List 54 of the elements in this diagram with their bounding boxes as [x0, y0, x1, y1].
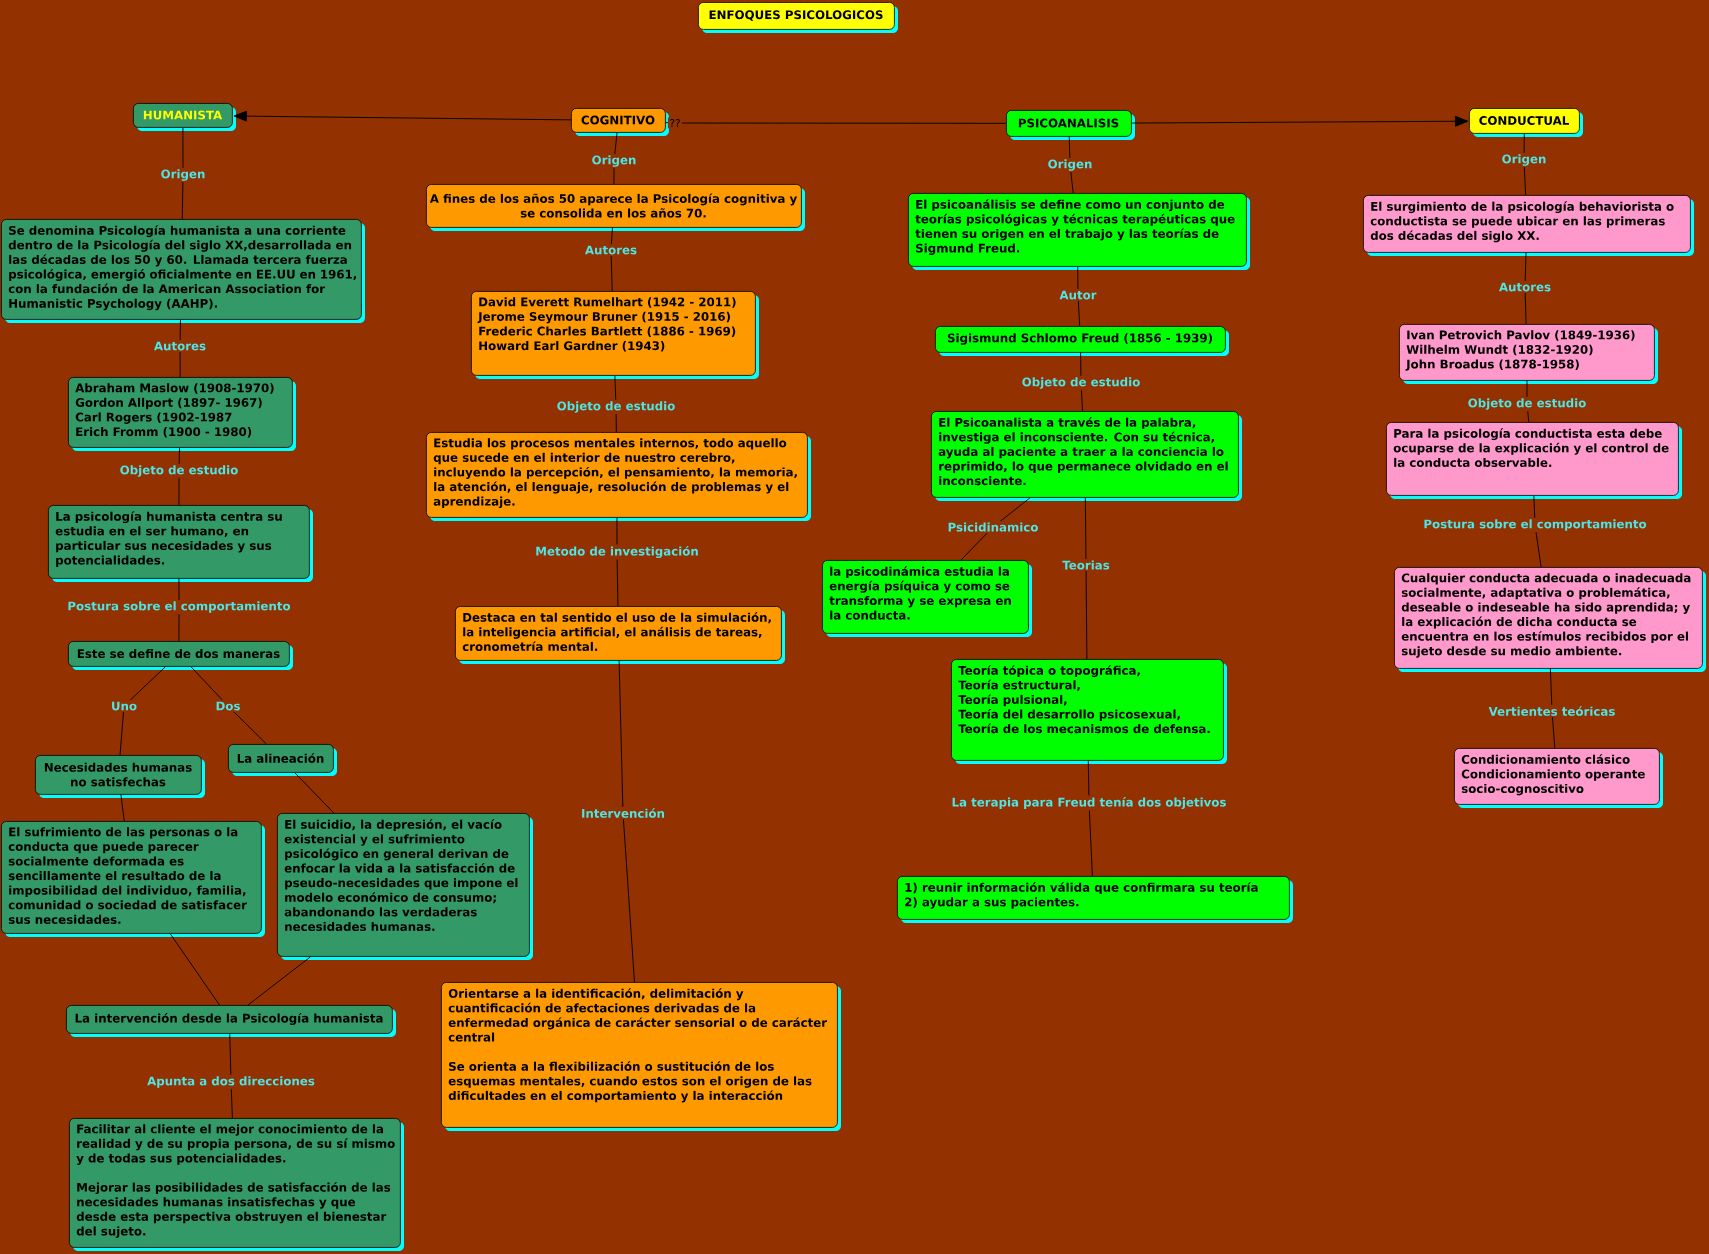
connector-line — [1084, 497, 1088, 660]
concept-box: El surgimiento de la psicología behaviorista o conductista se puede ubicar en las primeras dos décadas del siglo XX. — [1363, 195, 1694, 256]
concept-box: El psicoanálisis se define como un conjunto de teorías psicológicas y técnicas terapéuticas que tienen su origen en el trabajo y las teorías de Sigmund Freud. — [908, 193, 1250, 270]
concept-box: PSICOANALISIS — [1006, 110, 1135, 140]
concept-box: La intervención desde la Psicología humanista — [66, 1005, 396, 1037]
title-box: ENFOQUES PSICOLOGICOS — [698, 2, 898, 33]
concept-box: David Everett Rumelhart (1942 - 2011) Jerome Seymour Bruner (1915 - 2016) Frederic Charles Bartlett (1886 - 1969) Howard Earl Gardner (1943) — [471, 291, 759, 379]
arrow — [1131, 115, 1469, 127]
concept-box: La psicología humanista centra su estudia en el ser humano, en particular sus necesidades y sus potencialidades. — [48, 505, 313, 582]
concept-box: El Psicoanalista a través de la palabra, investiga el inconsciente. Con su técnica, ayuda al paciente a traer a la conciencia lo reprimido, lo que permanece olvidado en el inconsciente. — [931, 411, 1242, 501]
concept-box: Se denomina Psicología humanista a una corriente dentro de la Psicología del siglo XX,desarrollada en las décadas de los 50 y 60. Llamada tercera fuerza psicológica, emergió oficialmente en EE.UU en 1961, con la fundación de la American Association for Humanistic Psychology (AAHP). — [1, 219, 365, 323]
edge-label: ?? — [667, 117, 683, 129]
concept-box: Estudia los procesos mentales internos, todo aquello que sucede en el interior de nuestro cerebro, incluyendo la percepción, el pensamiento, la memoria, la atención, el lenguaje, resolución de problemas y el aprendizaje. — [426, 432, 811, 521]
connector-line — [665, 122, 1007, 124]
concept-box: CONDUCTUAL — [1469, 108, 1583, 137]
edge-label: Autores — [152, 340, 208, 352]
concept-box: Este se define de dos maneras — [68, 641, 293, 670]
concept-box: la psicodinámica estudia la energía psíquica y como se transforma y se expresa en la conducta. — [822, 560, 1032, 637]
edge-label: Dos — [214, 700, 242, 712]
concept-box: Necesidades humanas no satisfechas — [35, 755, 205, 798]
concept-box: Cualquier conducta adecuada o inadecuada socialmente, adaptativa o problemática, deseable o indeseable ha sido aprendida; y la explicación de dicha conducta se encuentra en los estímulos recibidos por el sujeto desde su medio ambiente. — [1394, 567, 1706, 672]
concept-box: A fines de los años 50 aparece la Psicología cognitiva y se consolida en los años 70. — [426, 184, 805, 231]
concept-box: 1) reunir información válida que confirmara su teoría 2) ayudar a sus pacientes. — [897, 876, 1293, 923]
concept-box: Orientarse a la identificación, delimitación y cuantificación de afectaciones derivadas de la enfermedad orgánica de carácter sensorial o de carácter central Se orienta a la flexibilización o sustitución de los esquemas mentales, cuando estos son el origen de las dificultades en el comportamiento y la interacción — [441, 982, 841, 1131]
connector-line — [618, 660, 635, 983]
concept-box: Destaca en tal sentido el uso de la simulación, la inteligencia artificial, el análisis de tareas, cronometría mental. — [455, 606, 785, 664]
connector-line — [294, 772, 335, 814]
connector-line — [120, 794, 125, 822]
arrow — [233, 110, 572, 122]
edge-label: Autores — [583, 244, 639, 256]
edge-label: Autores — [1497, 281, 1553, 293]
concept-box: Condicionamiento clásico Condicionamiento operante socio-cognoscitivo — [1454, 748, 1663, 808]
concept-box: El suicidio, la depresión, el vacío existencial y el sufrimiento psicológico en general derivan de enfocar la vida a la satisfacción de pseudo-necesidades que impone el modelo económico de consumo; abandonando las verdaderas necesidades humanas. — [277, 813, 533, 960]
concept-box: HUMANISTA — [133, 103, 236, 131]
concept-box: Abraham Maslow (1908-1970) Gordon Allport (1897- 1967) Carl Rogers (1902-1987 Erich Fromm (1900 - 1980) — [68, 377, 296, 451]
connector-line — [119, 666, 166, 756]
concept-box: La alineación — [228, 744, 337, 776]
edge-label: Uno — [109, 700, 139, 712]
connector-line — [181, 127, 184, 220]
connector-line — [1087, 760, 1093, 877]
concept-box: Teoría tópica o topográfica, Teoría estructural, Teoría pulsional, Teoría del desarrollo psicosexual, Teoría de los mecanismos de defensa. — [951, 659, 1227, 764]
concept-box: Sigismund Schlomo Freud (1856 - 1939) — [935, 326, 1229, 356]
connector-line — [247, 956, 311, 1006]
connector-line — [1524, 252, 1527, 325]
concept-box: Ivan Petrovich Pavlov (1849-1936) Wilhelm Wundt (1832-1920) John Broadus (1878-1958) — [1399, 324, 1658, 384]
concept-box: COGNITIVO — [571, 108, 669, 136]
concept-box: Para la psicología conductista esta debe ocuparse de la explicación y el control de la conducta observable. — [1386, 422, 1682, 499]
connector-line — [1549, 668, 1556, 749]
connector-line — [190, 666, 267, 745]
concept-box: El sufrimiento de las personas o la conducta que puede parecer socialmente deformada es sencillamente el resultado de la imposibilidad del individuo, familia, comunidad o sociedad de satisfacer sus necesidades. — [1, 821, 265, 937]
edge-label: Autor — [1057, 289, 1099, 301]
connector-line — [1077, 266, 1081, 327]
concept-box: Facilitar al cliente el mejor conocimiento de la realidad y de su propia persona, de su sí mismo y de todas sus potencialidades. Mejorar las posibilidades de satisfacción de las necesidades humanas insatisfechas y que desde esta perspectiva obstruyen el bienestar del sujeto. — [69, 1118, 404, 1251]
connector-line — [169, 933, 220, 1006]
